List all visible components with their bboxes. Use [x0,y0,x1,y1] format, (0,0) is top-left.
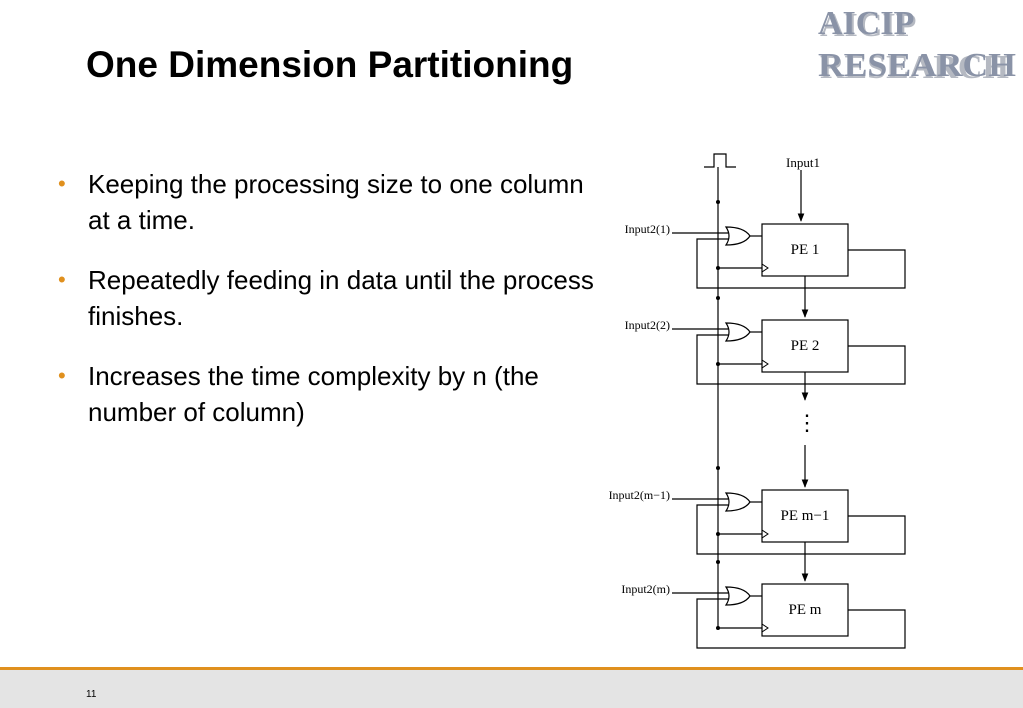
bullet-text: Increases the time complexity by n (the … [88,361,539,427]
clock-edge-icon [761,529,769,539]
clock-edge-icon [761,263,769,273]
logo-line2: RESEARCH [818,47,1016,84]
input2-label: Input2(m) [621,582,670,596]
clock-edge-icon [761,359,769,369]
logo-line2-shadow: RESEARCH [820,49,1009,84]
bullet-text: Repeatedly feeding in data until the pro… [88,265,594,331]
or-gate-icon [724,322,751,342]
pe-box [761,489,849,543]
feedback-loop-line [696,504,906,555]
clock-pulse-icon [704,153,736,168]
or-gate-icon [724,226,751,246]
bullet-marker: • [58,363,66,388]
bullet-item: • Repeatedly feeding in data until the p… [58,262,598,334]
logo-lettering: AICIP AICIP RESEARCH RESEARCH [818,6,1016,84]
footer-accent-line [0,667,1023,670]
pe-label: PE m−1 [781,508,830,524]
junction-dot [716,560,720,564]
bullet-list: • Keeping the processing size to one col… [58,166,598,454]
logo-line1-shadow: AICIP [820,7,916,44]
logo-line1: AICIP [818,6,914,42]
aicip-research-logo: AICIP AICIP RESEARCH RESEARCH [818,6,1016,84]
junction-dot [716,362,720,366]
pe-box [761,583,849,637]
or-gate-icon [724,586,751,606]
junction-dot [716,200,720,204]
bullet-item: • Increases the time complexity by n (th… [58,358,598,430]
junction-dot [716,626,720,630]
feedback-loop-line [696,334,906,385]
pe-label: PE 1 [791,242,820,258]
junction-dot [716,266,720,270]
junction-dot [716,296,720,300]
pe-label: PE m [789,602,822,618]
feedback-loop-line [696,238,906,289]
junction-dot [716,466,720,470]
pe-label: PE 2 [791,338,820,354]
or-gate-icon [724,492,751,512]
footer-bar [0,670,1023,708]
pe-box [761,223,849,277]
slide-title: One Dimension Partitioning [86,44,574,85]
page-number: 11 [86,689,97,700]
input2-label: Input2(m−1) [609,488,670,502]
feedback-loop-line [696,598,906,649]
bullet-item: • Keeping the processing size to one col… [58,166,598,238]
bullet-marker: • [58,171,66,196]
bullet-text: Keeping the processing size to one colum… [88,169,584,235]
junction-dot [716,532,720,536]
input2-label: Input2(2) [625,318,670,332]
input2-label: Input2(1) [625,222,670,236]
clock-edge-icon [761,623,769,633]
input1-label: Input1 [786,155,820,170]
bullet-marker: • [58,267,66,292]
ellipsis-icon: ⋮ [796,410,818,435]
